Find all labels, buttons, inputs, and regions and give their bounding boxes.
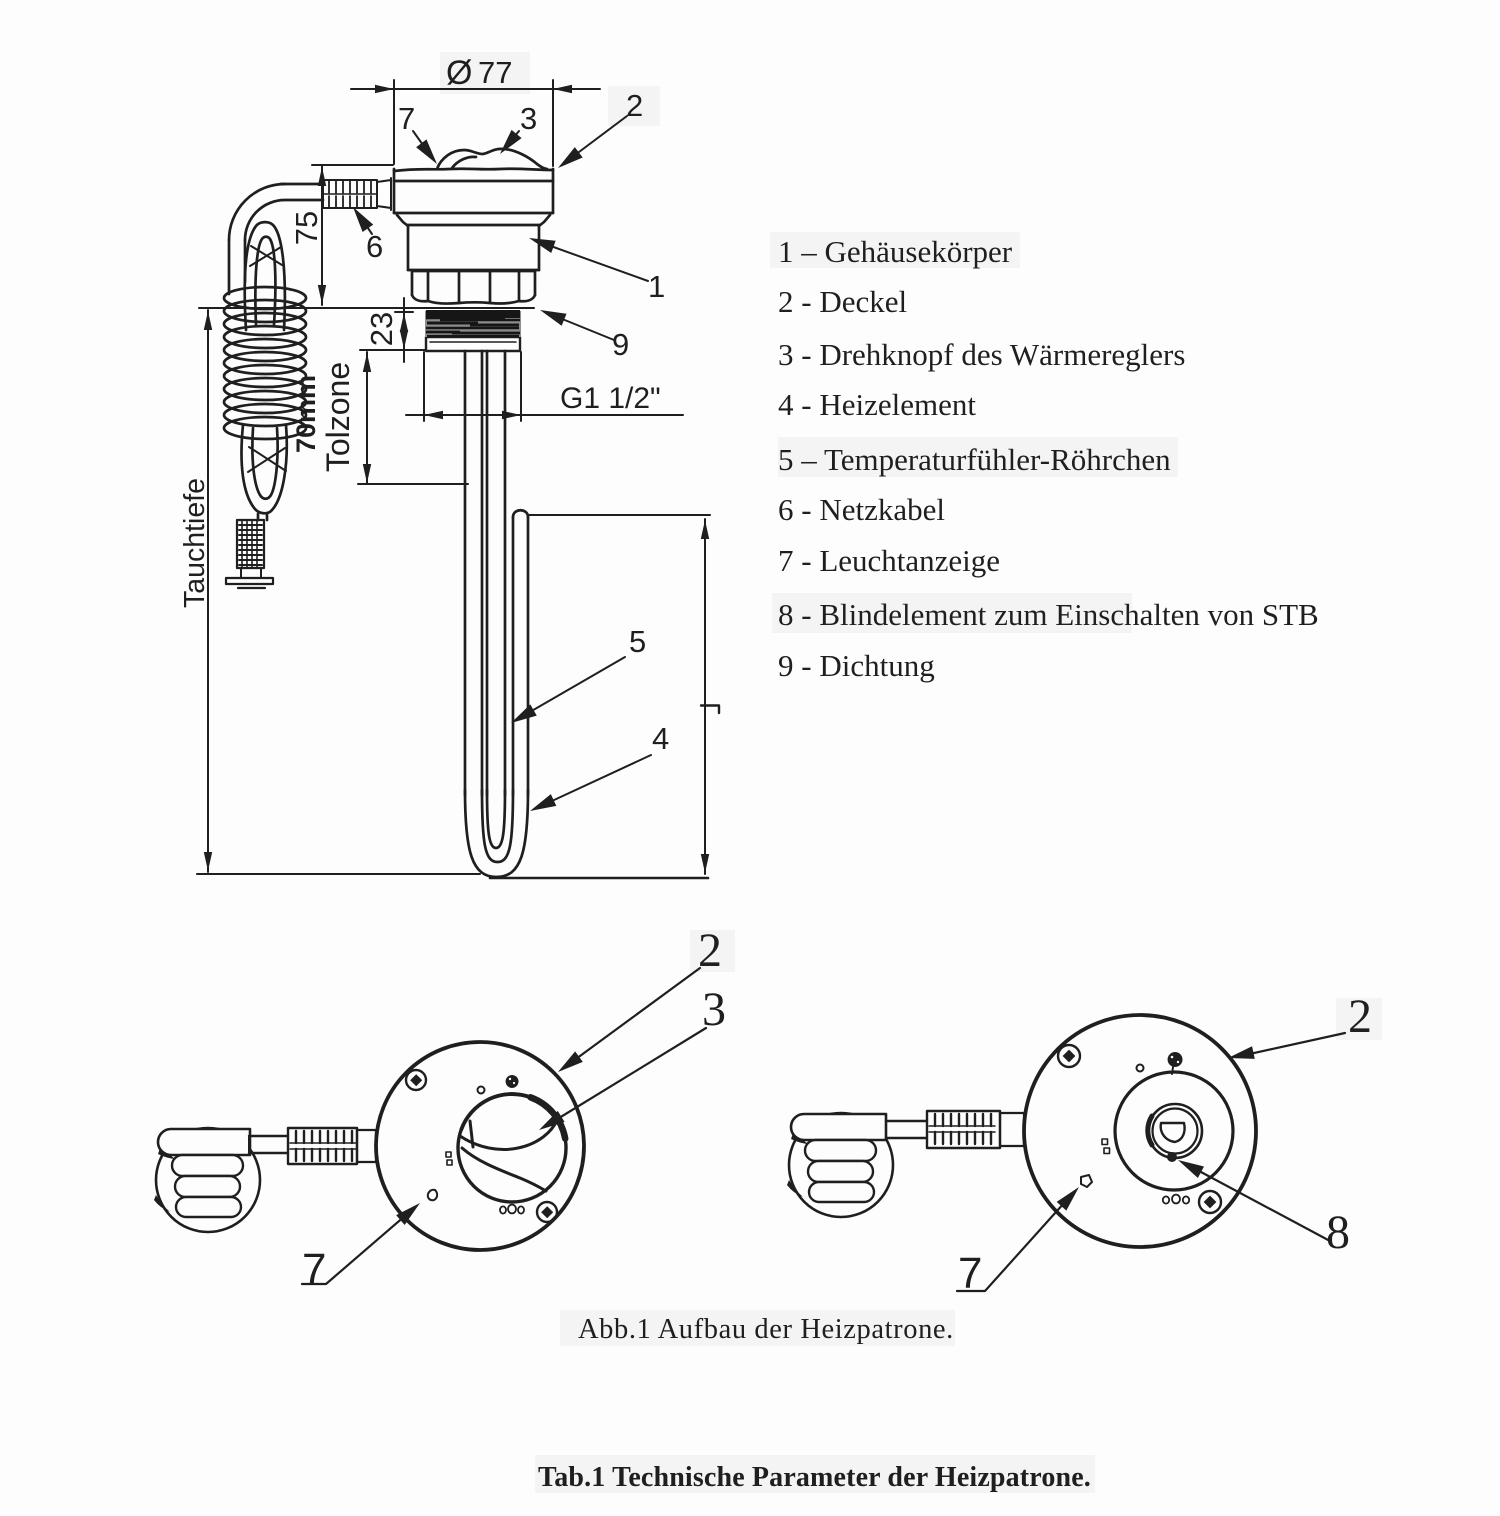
svg-text:8 - Blindelement zum Einschalt: 8 - Blindelement zum Einschalten von STB [778,597,1319,632]
svg-text:5 – Temperaturfühler-Röhrchen: 5 – Temperaturfühler-Röhrchen [778,442,1171,477]
svg-text:5: 5 [629,624,646,659]
svg-text:4: 4 [652,721,669,756]
svg-text:Abb.1 Aufbau der Heizpatrone.: Abb.1 Aufbau der Heizpatrone. [578,1314,954,1345]
svg-text:Tab.1 Technische Parameter der: Tab.1 Technische Parameter der Heizpatro… [538,1462,1091,1493]
svg-text:3: 3 [702,983,726,1036]
svg-text:6 - Netzkabel: 6 - Netzkabel [778,492,945,527]
svg-text:9 - Dichtung: 9 - Dichtung [778,648,935,683]
svg-text:8: 8 [1326,1206,1350,1259]
svg-text:7: 7 [302,1245,326,1294]
svg-text:1 – Gehäusekörper: 1 – Gehäusekörper [778,234,1013,269]
svg-text:23: 23 [364,312,399,346]
svg-text:3 - Drehknopf des Wärmereglers: 3 - Drehknopf des Wärmereglers [778,337,1185,372]
svg-text:Ø: Ø [446,54,472,92]
svg-text:75: 75 [289,211,324,245]
svg-text:Tauchtiefe: Tauchtiefe [179,478,211,608]
svg-text:7 - Leuchtanzeige: 7 - Leuchtanzeige [778,543,1000,578]
svg-text:6: 6 [366,229,383,264]
svg-text:77: 77 [478,55,512,90]
svg-text:70mm: 70mm [291,375,321,453]
svg-text:9: 9 [612,327,629,362]
svg-text:3: 3 [520,101,537,136]
svg-text:4 - Heizelement: 4 - Heizelement [778,387,976,422]
svg-text:1: 1 [648,269,665,304]
svg-text:2 - Deckel: 2 - Deckel [778,284,907,319]
svg-text:2: 2 [1348,990,1372,1043]
svg-text:7: 7 [958,1249,982,1298]
svg-text:Tolzone: Tolzone [320,362,356,472]
svg-text:7: 7 [398,101,415,136]
svg-text:G1 1/2": G1 1/2" [560,382,661,415]
svg-text:2: 2 [698,924,722,977]
svg-text:2: 2 [626,88,643,123]
